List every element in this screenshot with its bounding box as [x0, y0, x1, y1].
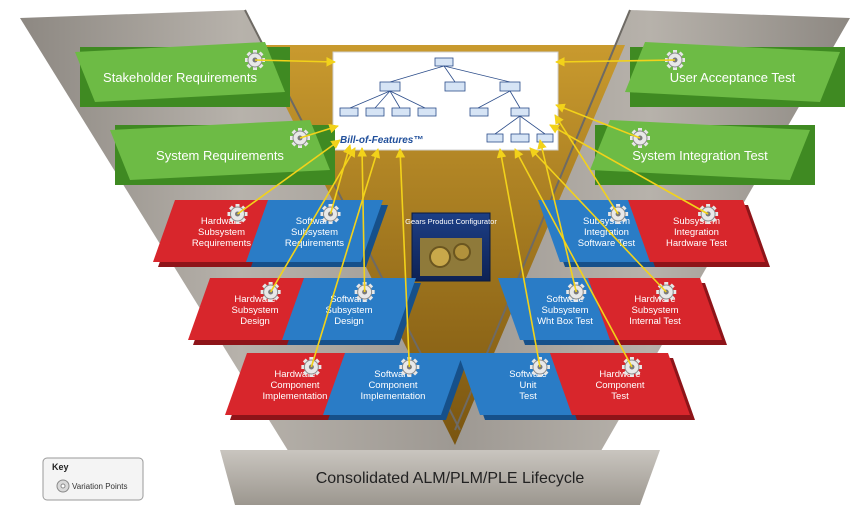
hardware-component-implementation-label-line: Implementation: [263, 391, 328, 402]
hardware-subsystem-internal-test-label-line: Subsystem: [632, 305, 679, 316]
subsystem-integration-software-test-label-line: Subsystem: [583, 216, 630, 227]
arrow-left-0: [254, 56, 336, 67]
arrow-right-1: [555, 103, 641, 139]
feature-tree: [339, 57, 554, 143]
block-system-integration-test[interactable]: System Integration Test: [590, 120, 815, 185]
arrow-left-7: [395, 148, 411, 368]
block-stakeholder-requirements[interactable]: Stakeholder Requirements: [75, 42, 290, 107]
arrow-right-5: [529, 147, 667, 293]
software-subsystem-wht-box-test-label-line: Software: [546, 294, 584, 305]
software-unit-test-label-line: Test: [519, 391, 537, 402]
hardware-subsystem-design-label-line: Subsystem: [232, 305, 279, 316]
block-user-acceptance-test[interactable]: User Acceptance Test: [625, 42, 845, 107]
hardware-subsystem-requirements-label-line: Subsystem: [198, 227, 245, 238]
subsystem-integration-software-test-label-line: Software Test: [578, 238, 636, 249]
subsystem-integration-hardware-test-label-line: Integration: [674, 227, 719, 238]
software-unit-test-label-line: Software: [509, 369, 547, 380]
hardware-component-implementation-label-line: Component: [270, 380, 319, 391]
variation-point-gear-icon: [529, 357, 550, 377]
arrow-right-3: [549, 124, 709, 215]
arrow-left-4: [269, 147, 356, 293]
hardware-component-test-label-line: Test: [611, 391, 629, 402]
arrow-left-2: [237, 139, 341, 215]
arrow-right-2: [554, 114, 619, 215]
hardware-subsystem-internal-test-label-line: Internal Test: [629, 316, 681, 327]
subsystem-integration-hardware-test-label-line: Subsystem: [673, 216, 720, 227]
software-subsystem-design-label-line: Design: [334, 316, 364, 327]
hardware-subsystem-requirements-label-line: Requirements: [192, 238, 251, 249]
hardware-subsystem-design-label-line: Hardware: [234, 294, 275, 305]
software-subsystem-wht-box-test-label-line: Wht Box Test: [537, 316, 593, 327]
user-acceptance-test-label-line: User Acceptance Test: [670, 70, 796, 85]
arrow-right-0: [555, 57, 676, 67]
hardware-component-test-label-line: Hardware: [599, 369, 640, 380]
hardware-component-test-label-line: Component: [595, 380, 644, 391]
subsystem-integration-hardware-test-label-line: Hardware Test: [666, 238, 727, 249]
arrow-right-6: [496, 148, 541, 368]
hardware-subsystem-design-label-line: Design: [240, 316, 270, 327]
arrow-left-5: [357, 147, 367, 293]
software-subsystem-design-label-line: Subsystem: [326, 305, 373, 316]
arrow-left-1: [299, 124, 339, 139]
hardware-subsystem-internal-test-label-line: Hardware: [634, 294, 675, 305]
system-requirements-label-line: System Requirements: [156, 148, 284, 163]
arrow-right-7: [514, 148, 633, 368]
arrow-left-6: [310, 148, 381, 368]
software-subsystem-design-label-line: Software: [330, 294, 368, 305]
hardware-component-implementation-label-line: Hardware: [274, 369, 315, 380]
traceability-arrows: [237, 56, 709, 368]
stakeholder-requirements-label-line: Stakeholder Requirements: [103, 70, 257, 85]
v-bottom-band: [220, 450, 660, 505]
variation-point-gear-icon: [630, 128, 650, 148]
gears-product-configurator[interactable]: Gears Product Configurator: [405, 212, 497, 282]
software-subsystem-requirements-label-line: Requirements: [285, 238, 344, 249]
key-variation-points-label: Variation Points: [72, 482, 127, 491]
block-system-requirements[interactable]: System Requirements: [110, 120, 335, 185]
variation-point-gear-icon: [399, 357, 420, 377]
bill-of-features-label: Bill-of-Features™: [340, 135, 423, 146]
subsystem-integration-software-test-label-line: Integration: [584, 227, 629, 238]
hardware-subsystem-requirements-label-line: Hardware: [201, 216, 242, 227]
variation-point-gear-icon: [320, 204, 341, 224]
software-component-implementation-label-line: Implementation: [361, 391, 426, 402]
diagram-title: Consolidated ALM/PLM/PLE Lifecycle: [316, 470, 585, 487]
key-legend: Key Variation Points: [42, 457, 144, 501]
software-component-implementation-label-line: Software: [374, 369, 412, 380]
software-subsystem-wht-box-test-label-line: Subsystem: [542, 305, 589, 316]
software-subsystem-requirements-label-line: Software: [296, 216, 334, 227]
software-component-implementation-label-line: Component: [368, 380, 417, 391]
bill-of-features-panel: Bill-of-Features™: [332, 51, 559, 151]
gears-product-configurator-label: Gears Product Configurator: [405, 217, 497, 226]
gear-icon: [56, 479, 70, 493]
system-integration-test-label-line: System Integration Test: [632, 148, 768, 163]
key-title: Key: [52, 462, 69, 472]
software-unit-test-label-line: Unit: [520, 380, 537, 391]
software-subsystem-requirements-label-line: Subsystem: [291, 227, 338, 238]
